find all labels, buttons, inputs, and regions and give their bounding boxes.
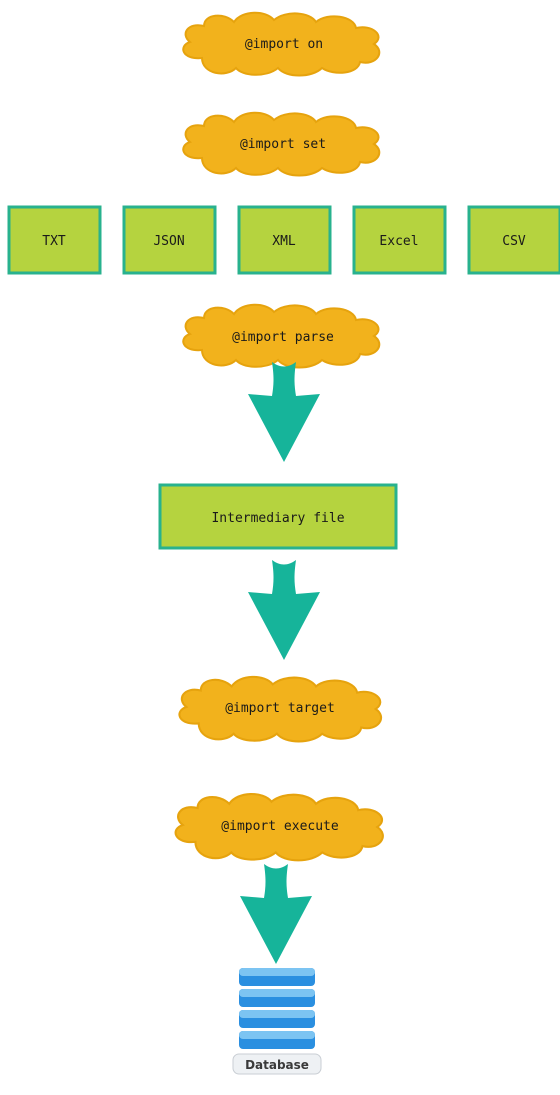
arrow-down-icon bbox=[248, 560, 320, 660]
format-box-xml: XML bbox=[237, 205, 332, 275]
database-icon bbox=[239, 968, 315, 1049]
format-label-excel: Excel bbox=[379, 234, 418, 249]
cloud-import-set: @import set bbox=[182, 111, 381, 177]
cloud-import-execute-label: @import execute bbox=[221, 819, 339, 834]
cloud-import-on-label: @import on bbox=[245, 37, 323, 52]
cloud-import-execute: @import execute bbox=[174, 792, 384, 862]
format-box-txt: TXT bbox=[7, 205, 102, 275]
format-label-xml: XML bbox=[272, 234, 296, 249]
cloud-import-on: @import on bbox=[182, 11, 381, 77]
cloud-import-set-label: @import set bbox=[240, 137, 326, 152]
format-label-txt: TXT bbox=[42, 234, 66, 249]
intermediary-file-box: Intermediary file bbox=[158, 483, 398, 550]
cloud-import-target: @import target bbox=[178, 675, 383, 743]
database-label-badge: Database bbox=[232, 1053, 322, 1075]
format-label-json: JSON bbox=[153, 234, 184, 249]
database-label: Database bbox=[245, 1058, 309, 1072]
arrow-down-icon bbox=[240, 864, 312, 964]
intermediary-file-label: Intermediary file bbox=[211, 511, 344, 526]
format-box-json: JSON bbox=[122, 205, 217, 275]
format-box-csv: CSV bbox=[467, 205, 560, 275]
cloud-import-target-label: @import target bbox=[225, 701, 335, 716]
cloud-import-parse-label: @import parse bbox=[232, 330, 334, 345]
format-box-excel: Excel bbox=[352, 205, 447, 275]
format-label-csv: CSV bbox=[502, 234, 526, 249]
arrow-down-icon bbox=[248, 362, 320, 462]
cloud-import-parse: @import parse bbox=[182, 303, 381, 369]
